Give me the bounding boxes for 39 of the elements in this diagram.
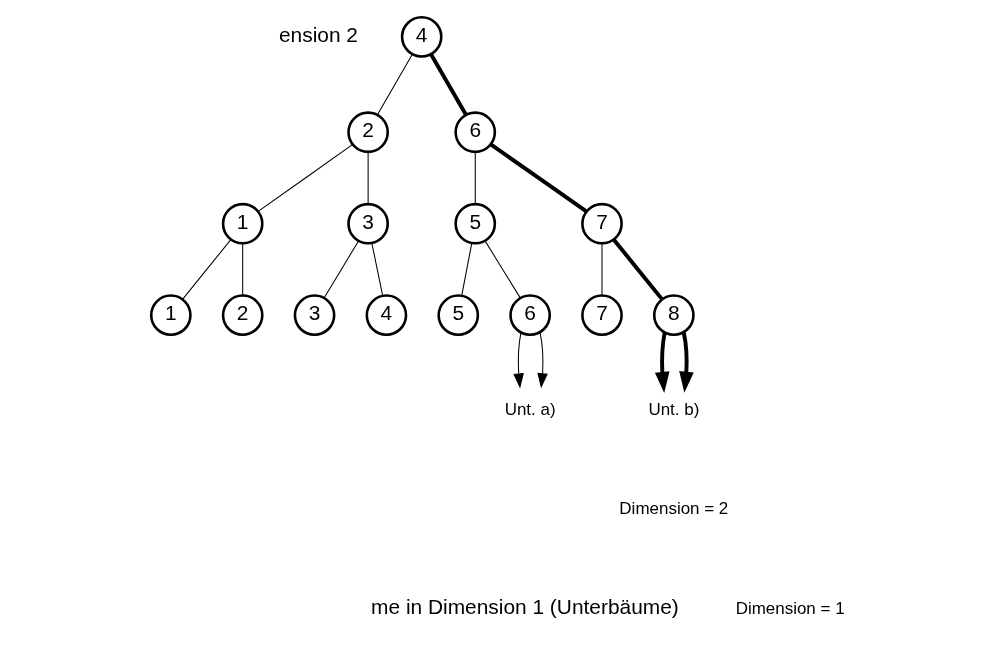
connector <box>489 142 588 213</box>
node-circle: 7 <box>581 202 623 245</box>
node-circle: 4 <box>365 294 408 337</box>
connector <box>182 239 232 300</box>
node-circle: 2 <box>221 294 264 337</box>
node-circle: 6 <box>509 294 552 337</box>
connector <box>323 240 360 299</box>
arrow <box>654 332 670 393</box>
connector <box>612 238 664 301</box>
label: me in Dimension 1 (Unterbäume) <box>371 595 679 619</box>
connector <box>484 240 521 299</box>
label: Dimension = 1 <box>735 598 845 618</box>
node-circle: 1 <box>221 202 264 245</box>
node-circle: 8 <box>652 294 695 337</box>
node-text: Unt. b) <box>648 399 700 419</box>
node-circle: 7 <box>581 294 623 337</box>
connector <box>377 53 413 115</box>
node-circle: 5 <box>454 202 497 245</box>
arrow <box>513 332 524 389</box>
node-circle: 4 <box>400 15 443 58</box>
connector <box>367 151 369 205</box>
connector <box>257 143 354 212</box>
node-circle: 5 <box>437 294 480 337</box>
arrow <box>537 331 548 389</box>
connector <box>474 151 476 205</box>
node-circle: 3 <box>293 294 336 337</box>
node-circle: 1 <box>149 294 192 337</box>
connector <box>601 242 603 296</box>
node-circle: 3 <box>347 202 390 245</box>
node-circle: 6 <box>454 111 497 154</box>
label: ension 2 <box>278 22 358 46</box>
connector <box>461 242 473 296</box>
connector <box>242 242 244 296</box>
node-circle: 2 <box>347 111 390 154</box>
connector <box>371 242 384 297</box>
connector <box>429 53 468 116</box>
node-text: Unt. a) <box>504 399 556 419</box>
arrow <box>679 331 694 393</box>
label: Dimension = 2 <box>619 499 729 519</box>
